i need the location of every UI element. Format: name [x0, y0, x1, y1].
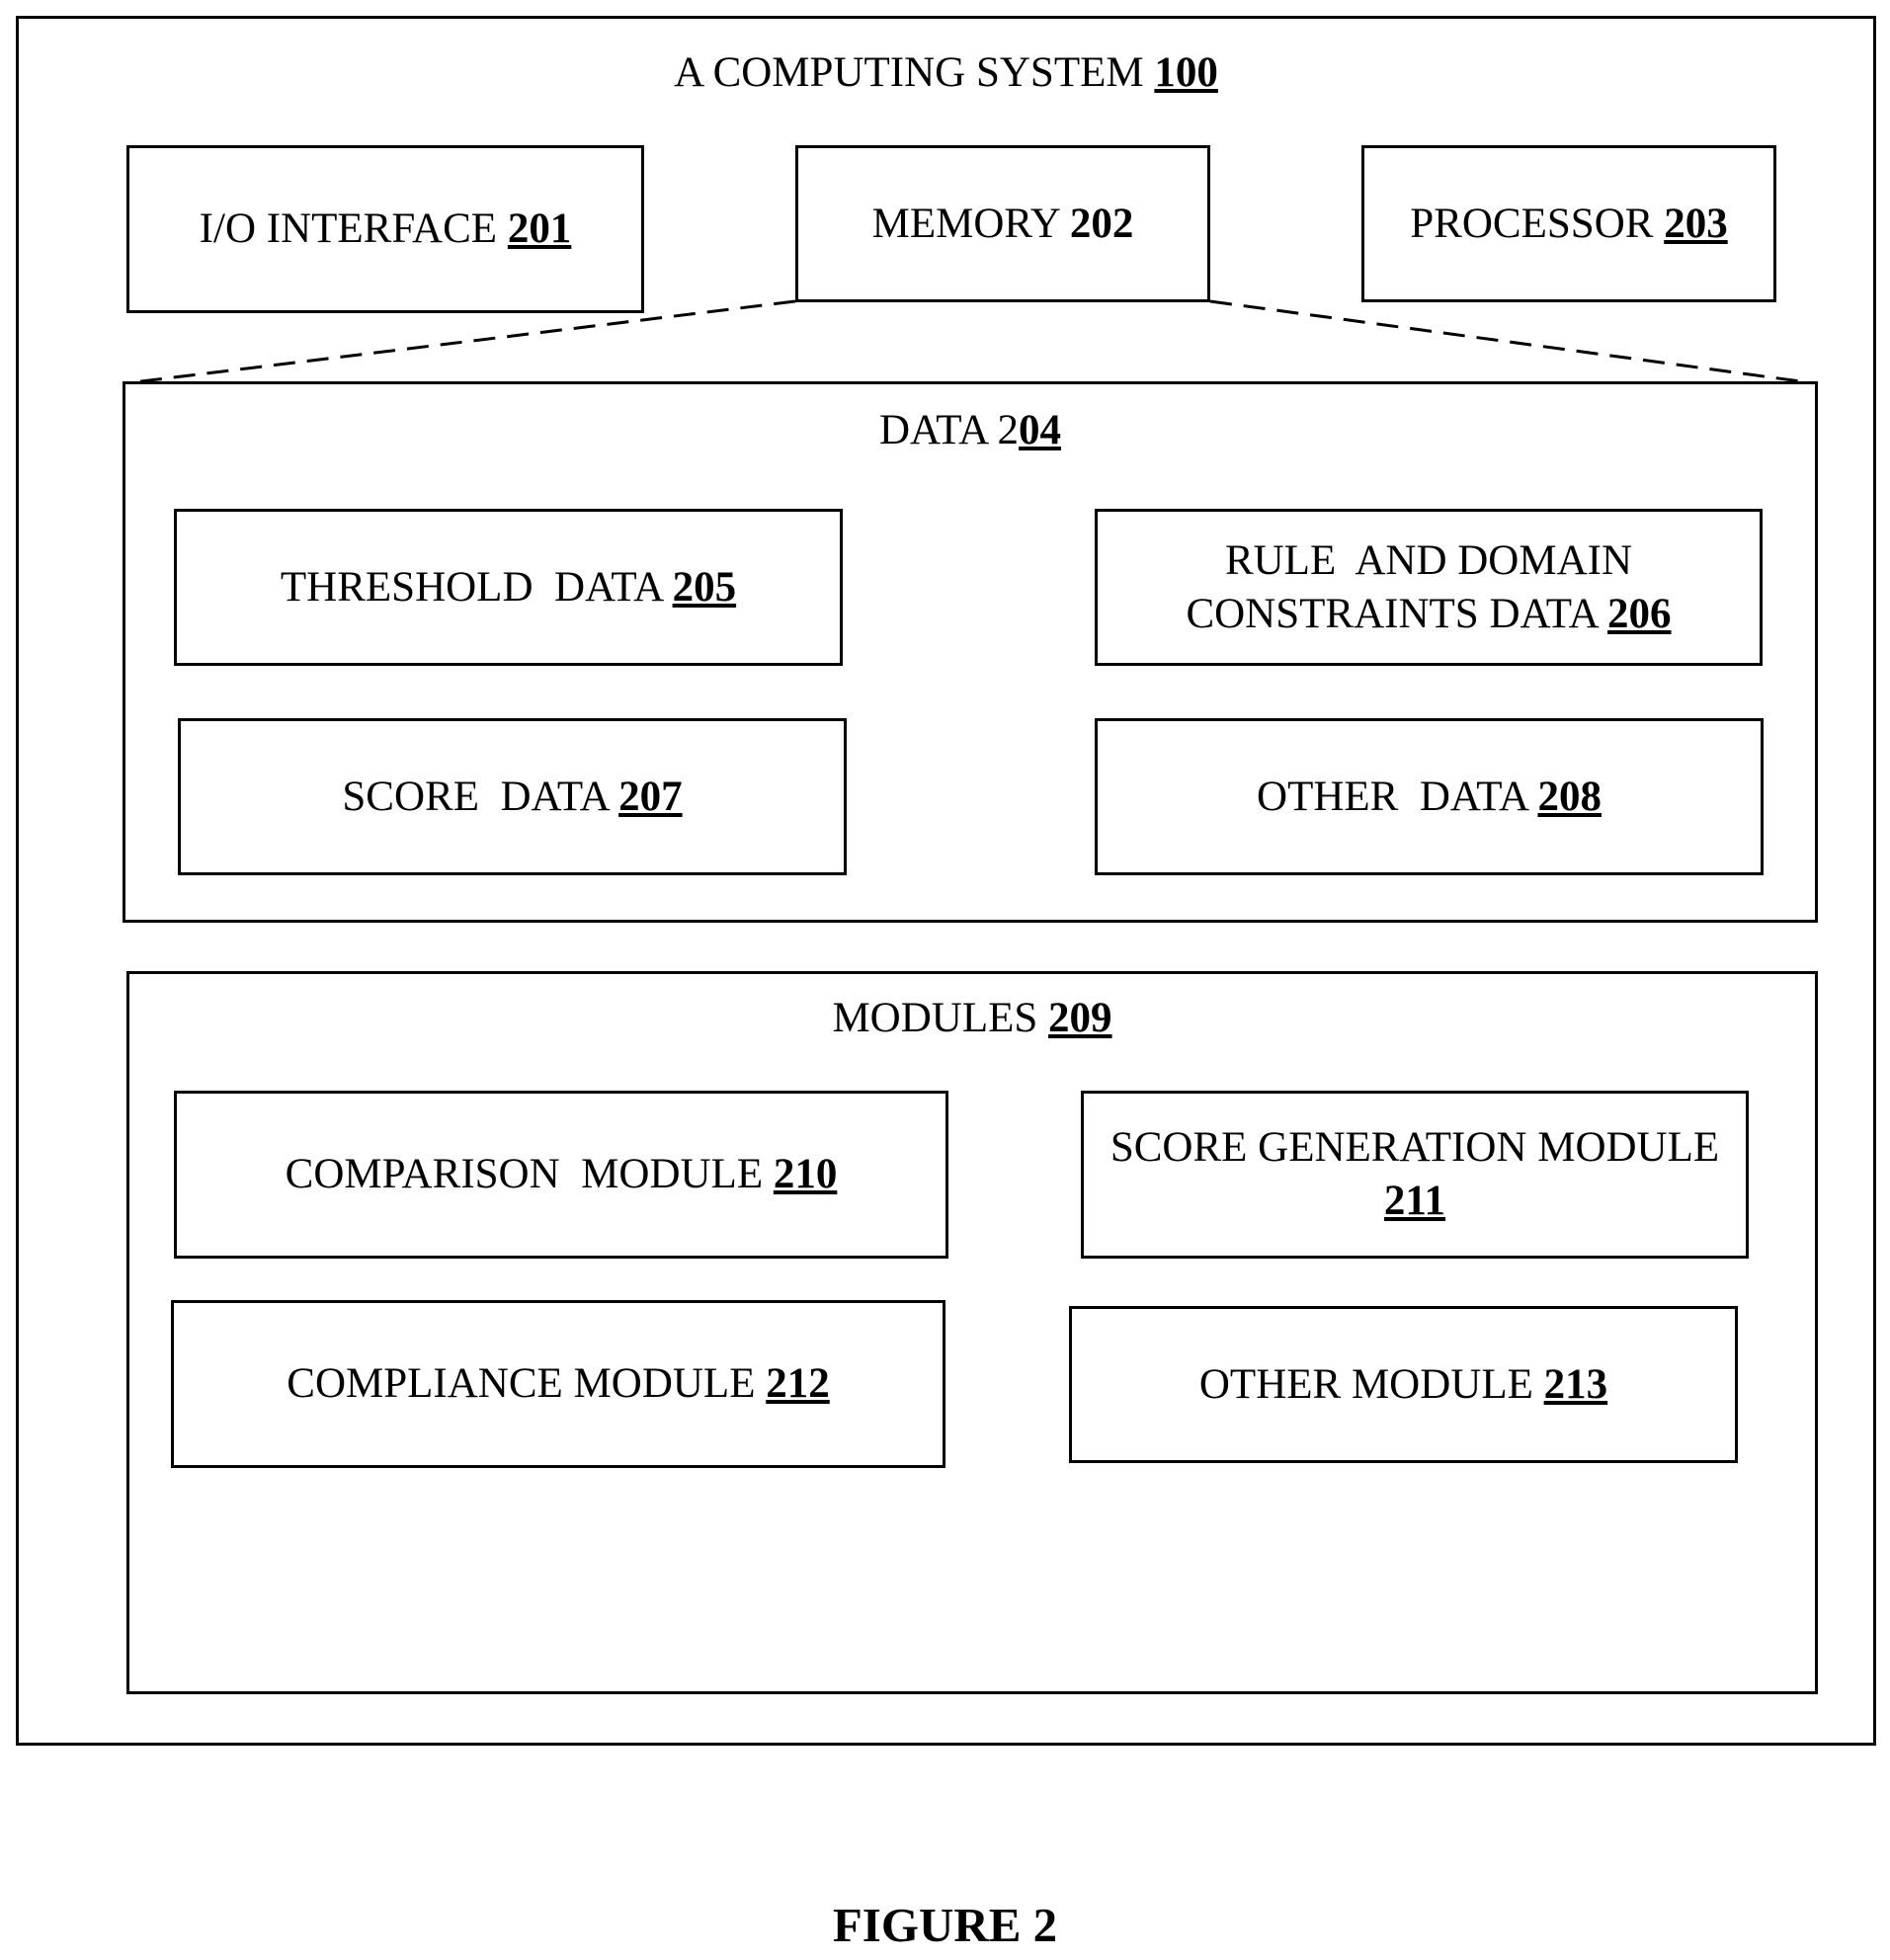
score-data-box: SCORE DATA 207 — [178, 718, 847, 875]
threshold-data-ref: 205 — [673, 564, 737, 611]
rule-domain-constraints-label: RULE AND DOMAIN CONSTRAINTS DATA 206 — [1186, 534, 1671, 641]
rule-domain-constraints-box: RULE AND DOMAIN CONSTRAINTS DATA 206 — [1095, 509, 1763, 666]
memory-right-dashed-line — [1210, 301, 1815, 383]
other-data-box: OTHER DATA 208 — [1095, 718, 1764, 875]
memory-left-dashed-line — [125, 301, 795, 383]
compliance-module-ref: 212 — [766, 1360, 830, 1407]
other-module-box: OTHER MODULE 213 — [1069, 1306, 1738, 1463]
other-module-ref: 213 — [1544, 1361, 1608, 1408]
processor-label: PROCESSOR 203 — [1410, 198, 1727, 251]
memory-ref: 202 — [1070, 201, 1134, 247]
other-data-label: OTHER DATA 208 — [1257, 771, 1602, 824]
score-generation-module-ref: 211 — [1110, 1175, 1719, 1228]
score-generation-module-label: SCORE GENERATION MODULE 211 — [1110, 1121, 1719, 1228]
comparison-module-box: COMPARISON MODULE 210 — [174, 1091, 948, 1259]
io-interface-ref: 201 — [508, 205, 572, 252]
modules-ref: 209 — [1048, 995, 1112, 1041]
other-module-label: OTHER MODULE 213 — [1199, 1358, 1607, 1412]
compliance-module-label: COMPLIANCE MODULE 212 — [287, 1357, 829, 1411]
score-data-ref: 207 — [618, 774, 683, 820]
memory-label: MEMORY 202 — [872, 198, 1134, 251]
figure-caption: FIGURE 2 — [0, 1896, 1890, 1955]
other-data-ref: 208 — [1537, 774, 1602, 820]
io-interface-label: I/O INTERFACE 201 — [200, 203, 572, 256]
threshold-data-label: THRESHOLD DATA 205 — [281, 561, 736, 614]
modules-title: MODULES 209 — [129, 992, 1815, 1045]
processor-box: PROCESSOR 203 — [1361, 145, 1776, 302]
score-data-label: SCORE DATA 207 — [342, 771, 682, 824]
threshold-data-box: THRESHOLD DATA 205 — [174, 509, 843, 666]
memory-box: MEMORY 202 — [795, 145, 1210, 302]
data-title: DATA 204 — [125, 404, 1815, 457]
io-interface-box: I/O INTERFACE 201 — [126, 145, 644, 313]
processor-ref: 203 — [1664, 201, 1728, 247]
score-generation-module-box: SCORE GENERATION MODULE 211 — [1081, 1091, 1749, 1259]
data-ref: 04 — [1019, 407, 1061, 453]
comparison-module-ref: 210 — [774, 1151, 838, 1197]
compliance-module-box: COMPLIANCE MODULE 212 — [171, 1300, 945, 1468]
comparison-module-label: COMPARISON MODULE 210 — [286, 1148, 838, 1201]
rule-domain-constraints-ref: 206 — [1607, 591, 1672, 637]
